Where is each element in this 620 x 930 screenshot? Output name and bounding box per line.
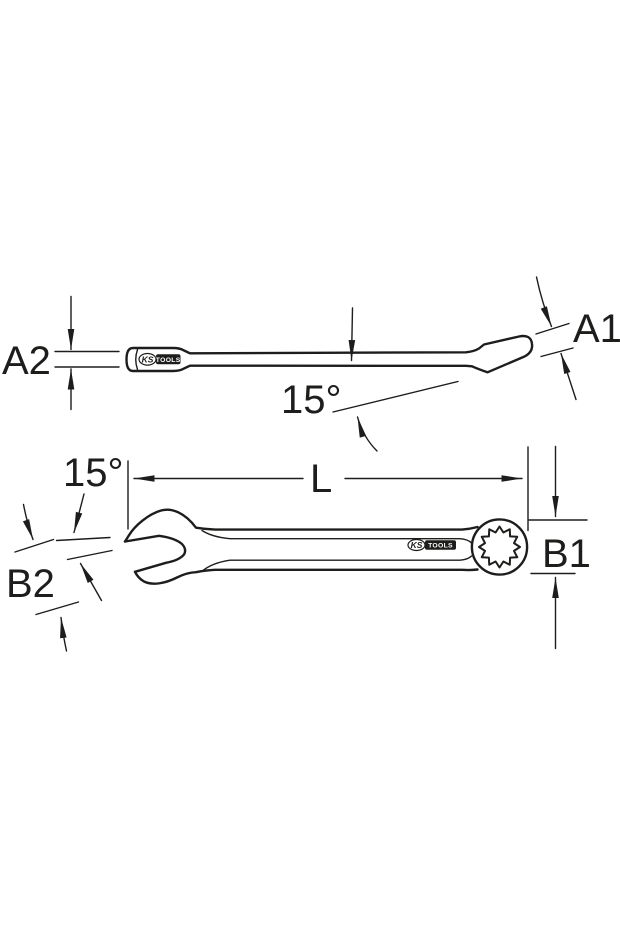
angle-reference-line — [332, 380, 459, 413]
brand-tools-box — [156, 354, 181, 365]
open-jaw-mouth — [123, 534, 187, 573]
plan-view: KS TOOLS L 15° B2 — [6, 445, 591, 652]
brand-logo-plan: KS TOOLS — [407, 538, 456, 552]
b2-arrow-down — [22, 503, 34, 541]
jaw-angle-inclined-line — [66, 549, 113, 561]
b2-label: B2 — [6, 562, 55, 606]
dimension-a1: A1 — [535, 276, 620, 401]
b2-extension-line-top — [14, 538, 55, 553]
brand-logo-side: KS TOOLS — [138, 352, 181, 366]
side-view-wrench-outline — [125, 334, 534, 374]
dimension-a2: A2 — [2, 295, 120, 411]
b2-extension-line-bottom — [35, 601, 80, 616]
b2-arrow-up — [60, 616, 68, 652]
open-jaw-bottom-contour — [133, 568, 479, 585]
plan-view-angle: 15° — [55, 451, 124, 602]
l-label: L — [310, 457, 332, 501]
brand-tools-box — [425, 540, 456, 550]
brand-ks-text: KS — [411, 540, 423, 550]
brand-ks-text: KS — [142, 355, 154, 365]
a1-arrow-down — [535, 276, 553, 328]
shaft-bevel-line-top — [201, 529, 473, 544]
side-view-angle-label: 15° — [281, 378, 342, 422]
jaw-angle-leader-upper — [73, 493, 85, 534]
shaft-bevel-line-bottom — [201, 555, 473, 572]
handle-endcap-bevel — [135, 348, 139, 371]
jaw-angle-reference-line — [55, 536, 111, 542]
side-view: KS TOOLS A2 A1 15° — [2, 276, 620, 452]
a1-extension-line-top — [535, 322, 570, 335]
ring-outer-circle — [470, 518, 529, 576]
plan-view-angle-label: 15° — [63, 451, 124, 495]
dimension-l: L — [127, 446, 529, 532]
a2-label: A2 — [2, 339, 51, 383]
a1-extension-line-bottom — [540, 347, 574, 358]
ring-12-point-socket — [478, 525, 521, 569]
angle-leader-to-reference — [356, 416, 378, 452]
brand-tools-text: TOOLS — [156, 357, 181, 364]
jaw-angle-leader-lower — [79, 562, 103, 602]
b1-label: B1 — [542, 532, 591, 576]
dimension-b1: B1 — [528, 445, 591, 650]
a1-arrow-up — [560, 352, 577, 401]
angle-leader-to-shaft — [348, 307, 356, 362]
side-view-angle: 15° — [281, 307, 459, 452]
brand-tools-text: TOOLS — [428, 542, 453, 549]
open-jaw-top-contour — [123, 508, 479, 543]
dimension-b2: B2 — [6, 503, 80, 652]
a1-label: A1 — [573, 307, 620, 351]
